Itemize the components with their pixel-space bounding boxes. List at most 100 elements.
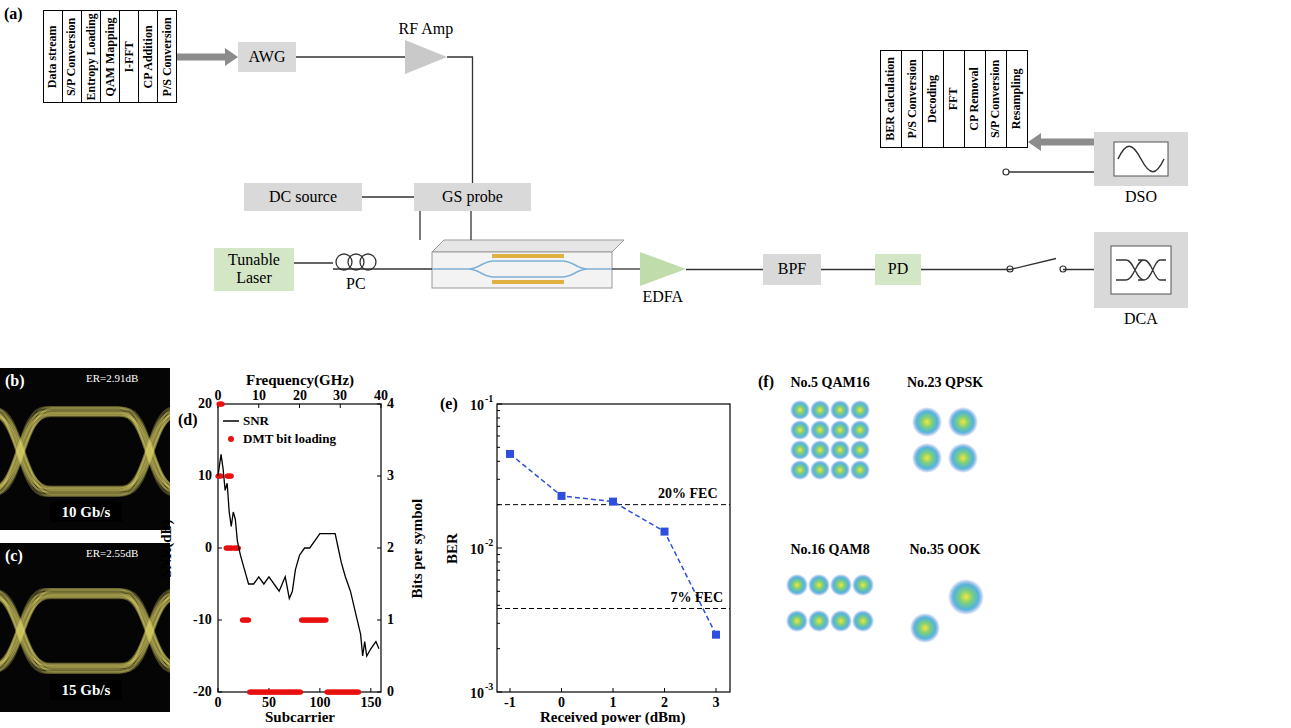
chart-label: 20 xyxy=(198,396,212,412)
tick xyxy=(377,548,381,549)
process-step: BER calculation xyxy=(880,50,902,148)
axis-title: SNR(dB) xyxy=(158,519,175,577)
device-box: RF Amp xyxy=(405,40,447,74)
device-label: Data stream xyxy=(46,25,60,88)
tick xyxy=(510,688,511,692)
constellation-point xyxy=(948,407,978,437)
constellation-point xyxy=(830,420,850,440)
bit-loading-dot xyxy=(298,689,303,694)
chart-label: 3 xyxy=(387,468,394,484)
constellation-point xyxy=(948,579,984,615)
constellation-point xyxy=(790,440,810,460)
device-label: I-FFT xyxy=(122,41,136,72)
sine-wave xyxy=(1118,146,1164,172)
label-patch xyxy=(50,680,122,700)
eye-trace xyxy=(0,596,170,666)
device-box: AWG xyxy=(238,42,296,72)
bit-loading-dot xyxy=(323,617,328,622)
device-label: BPF xyxy=(778,260,806,278)
minor-tick xyxy=(497,579,500,580)
minor-tick xyxy=(497,479,500,480)
eye-trace xyxy=(0,589,170,672)
eye-trace xyxy=(0,408,170,494)
minor-tick xyxy=(497,554,500,555)
tick xyxy=(716,688,717,692)
connector-line xyxy=(447,57,473,183)
eye-trace xyxy=(0,410,170,494)
chart-label: 0 xyxy=(215,695,222,711)
tick xyxy=(613,688,614,692)
process-step: Data stream xyxy=(43,10,63,103)
connector xyxy=(177,48,238,66)
fec-threshold xyxy=(497,608,730,609)
eye-traces xyxy=(0,407,170,495)
eye-trace xyxy=(0,407,170,495)
constellation-point xyxy=(948,443,978,473)
chart-label: -2 xyxy=(485,537,493,549)
chart-label: 10 Gb/s xyxy=(62,504,111,521)
eye-trace xyxy=(0,415,170,488)
tick xyxy=(319,688,320,692)
legend-dot xyxy=(228,436,234,442)
arrow-head xyxy=(1028,133,1041,151)
chart-label: 10 xyxy=(470,398,484,414)
tick xyxy=(218,620,222,621)
minor-tick xyxy=(497,648,500,649)
eye-trace xyxy=(0,415,170,488)
device-label: S/P Conversion xyxy=(65,17,79,95)
tick xyxy=(370,688,371,692)
device-label: Decoding xyxy=(926,75,940,123)
chart-label: (c) xyxy=(5,547,23,565)
ber-marker xyxy=(506,450,514,458)
device-box: DSO xyxy=(1094,132,1188,186)
chart-label: 0 xyxy=(205,540,212,556)
process-step: P/S Conversion xyxy=(901,50,923,148)
device-box: PC xyxy=(333,253,379,273)
chart-label: (e) xyxy=(440,395,458,413)
chart-label: 3 xyxy=(713,695,720,711)
chart-label: 20% FEC xyxy=(658,486,718,502)
chart-label: (b) xyxy=(5,372,25,390)
device-box: DC source xyxy=(244,183,362,211)
device-label: FFT xyxy=(947,88,961,111)
eye-trace xyxy=(0,590,170,671)
minor-tick xyxy=(497,447,500,448)
connector-line xyxy=(294,262,333,263)
tick xyxy=(497,404,502,405)
constellation-point xyxy=(810,460,830,480)
minor-tick xyxy=(497,461,500,462)
constellation-point xyxy=(912,407,942,437)
connector-line xyxy=(1040,139,1094,146)
axis-title: BER xyxy=(443,533,460,564)
tick xyxy=(218,688,219,692)
eye-trace xyxy=(0,414,170,489)
chart-label: 2 xyxy=(661,695,668,711)
tick xyxy=(218,548,222,549)
eye-trace xyxy=(0,413,170,490)
eye-traces xyxy=(0,589,170,672)
eye-trace xyxy=(0,592,170,671)
chart-label: 4 xyxy=(387,396,394,412)
bit-loading-dot xyxy=(246,617,251,622)
constellation-point xyxy=(830,610,852,632)
process-step: FFT xyxy=(943,50,965,148)
bit-loading-dot xyxy=(229,473,234,478)
constellation-point xyxy=(852,574,874,596)
constellation-point xyxy=(850,420,870,440)
chart-label: -10 xyxy=(193,612,212,628)
device-label: AWG xyxy=(249,48,286,66)
connector xyxy=(921,259,1094,270)
eye-trace xyxy=(0,593,170,670)
eye-trace xyxy=(0,596,170,666)
eye-trace xyxy=(0,589,170,672)
process-step: CP Addition xyxy=(138,10,158,103)
tick xyxy=(377,404,381,405)
chart-label: (d) xyxy=(178,411,198,429)
bit-loading-dot xyxy=(218,473,223,478)
device-box: GS probe xyxy=(414,183,531,211)
process-step: S/P Conversion xyxy=(62,10,82,103)
device-label: RF Amp xyxy=(399,20,454,38)
tick xyxy=(497,692,502,693)
eye-trace xyxy=(0,595,170,667)
